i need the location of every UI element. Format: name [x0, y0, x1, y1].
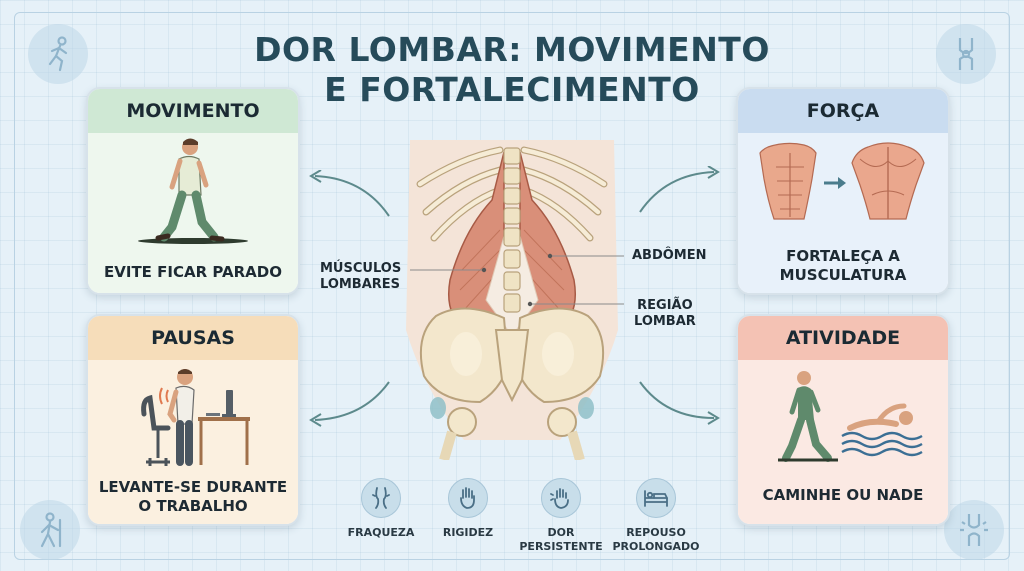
arrow-to-atividade	[639, 381, 720, 425]
card-forca-caption: FORTALEÇA A MUSCULATURA	[738, 247, 948, 285]
card-movimento-heading: MOVIMENTO	[88, 89, 298, 133]
card-forca-caption-line-2: MUSCULATURA	[779, 266, 907, 284]
card-atividade-heading: ATIVIDADE	[738, 316, 948, 360]
card-movimento: MOVIMENTO EVITE FICAR PARADO	[86, 87, 300, 295]
card-pausas-caption-line-2: O TRABALHO	[138, 497, 248, 515]
lumbar-anatomy-illustration	[406, 140, 624, 460]
spine	[503, 147, 521, 313]
symptom-repouso-line-1: REPOUSO	[626, 526, 686, 539]
card-forca: FORÇA FORTALEÇA A MUSCULATURA	[736, 87, 950, 295]
card-pausas-caption: LEVANTE-SE DURANTE O TRABALHO	[88, 478, 298, 516]
card-pausas-body: LEVANTE-SE DURANTE O TRABALHO	[88, 360, 298, 524]
symptom-dor-persistente: DOR PERSISTENTE	[506, 478, 616, 554]
card-atividade: ATIVIDADE CAMINHE OU NADE	[736, 314, 950, 526]
symptom-fraqueza-line-1: FRAQUEZA	[347, 526, 415, 539]
knee-joint-icon	[936, 24, 996, 84]
label-musculos-line-1: MÚSCULOS	[320, 261, 402, 276]
label-regiao-lombar: REGIÃO LOMBAR	[634, 298, 696, 330]
card-movimento-caption: EVITE FICAR PARADO	[104, 263, 282, 281]
symptom-repouso-line-2: PROLONGADO	[612, 540, 700, 553]
stiff-hand-icon	[448, 478, 488, 518]
symptom-rigidez-line-1: RIGIDEZ	[442, 526, 494, 539]
walking-stick-figure-icon	[20, 500, 80, 560]
label-musculos-line-2: LOMBARES	[320, 277, 401, 292]
card-atividade-body: CAMINHE OU NADE	[738, 360, 948, 524]
anatomy-leader-lines	[410, 255, 624, 305]
weak-legs-icon	[361, 478, 401, 518]
arrow-to-movimento	[309, 170, 390, 217]
label-regiao-line-1: REGIÃO	[637, 298, 693, 313]
title-line-1: DOR LOMBAR: MOVIMENTO	[254, 30, 770, 69]
joint-pain-icon	[944, 500, 1004, 560]
arrow-to-pausas	[309, 381, 390, 427]
card-forca-heading: FORÇA	[738, 89, 948, 133]
card-forca-caption-line-1: FORTALEÇA A	[786, 247, 900, 265]
card-pausas-caption-line-1: LEVANTE-SE DURANTE	[98, 478, 288, 496]
symptom-fraqueza: FRAQUEZA	[326, 478, 436, 540]
symptom-dor-line-2: PERSISTENTE	[519, 540, 603, 553]
bed-icon	[636, 478, 676, 518]
card-pausas-heading: PAUSAS	[88, 316, 298, 360]
card-forca-body: FORTALEÇA A MUSCULATURA	[738, 133, 948, 293]
page-title: DOR LOMBAR: MOVIMENTO E FORTALECIMENTO	[240, 30, 784, 110]
label-regiao-line-2: LOMBAR	[634, 314, 696, 329]
card-pausas: PAUSAS LEVANTE-SE DURANTE O TRABALHO	[86, 314, 300, 526]
symptom-rigidez: RIGIDEZ	[413, 478, 523, 540]
arrow-to-forca	[639, 166, 720, 213]
card-movimento-body: EVITE FICAR PARADO	[88, 133, 298, 293]
symptom-repouso-prolongado: REPOUSO PROLONGADO	[601, 478, 711, 554]
standing-at-desk-icon	[141, 369, 250, 466]
symptom-dor-line-1: DOR	[547, 526, 575, 539]
label-abdomen: ABDÔMEN	[632, 248, 707, 263]
label-musculos-lombares: MÚSCULOS LOMBARES	[320, 261, 401, 293]
title-line-2: E FORTALECIMENTO	[324, 70, 700, 109]
running-figure-icon	[28, 24, 88, 84]
page-frame	[14, 12, 1010, 560]
pain-hand-icon	[541, 478, 581, 518]
muscular-torso-icon	[759, 142, 925, 220]
card-atividade-caption: CAMINHE OU NADE	[762, 486, 924, 504]
walk-and-swim-icon	[778, 371, 923, 462]
walking-person-icon	[138, 138, 248, 244]
